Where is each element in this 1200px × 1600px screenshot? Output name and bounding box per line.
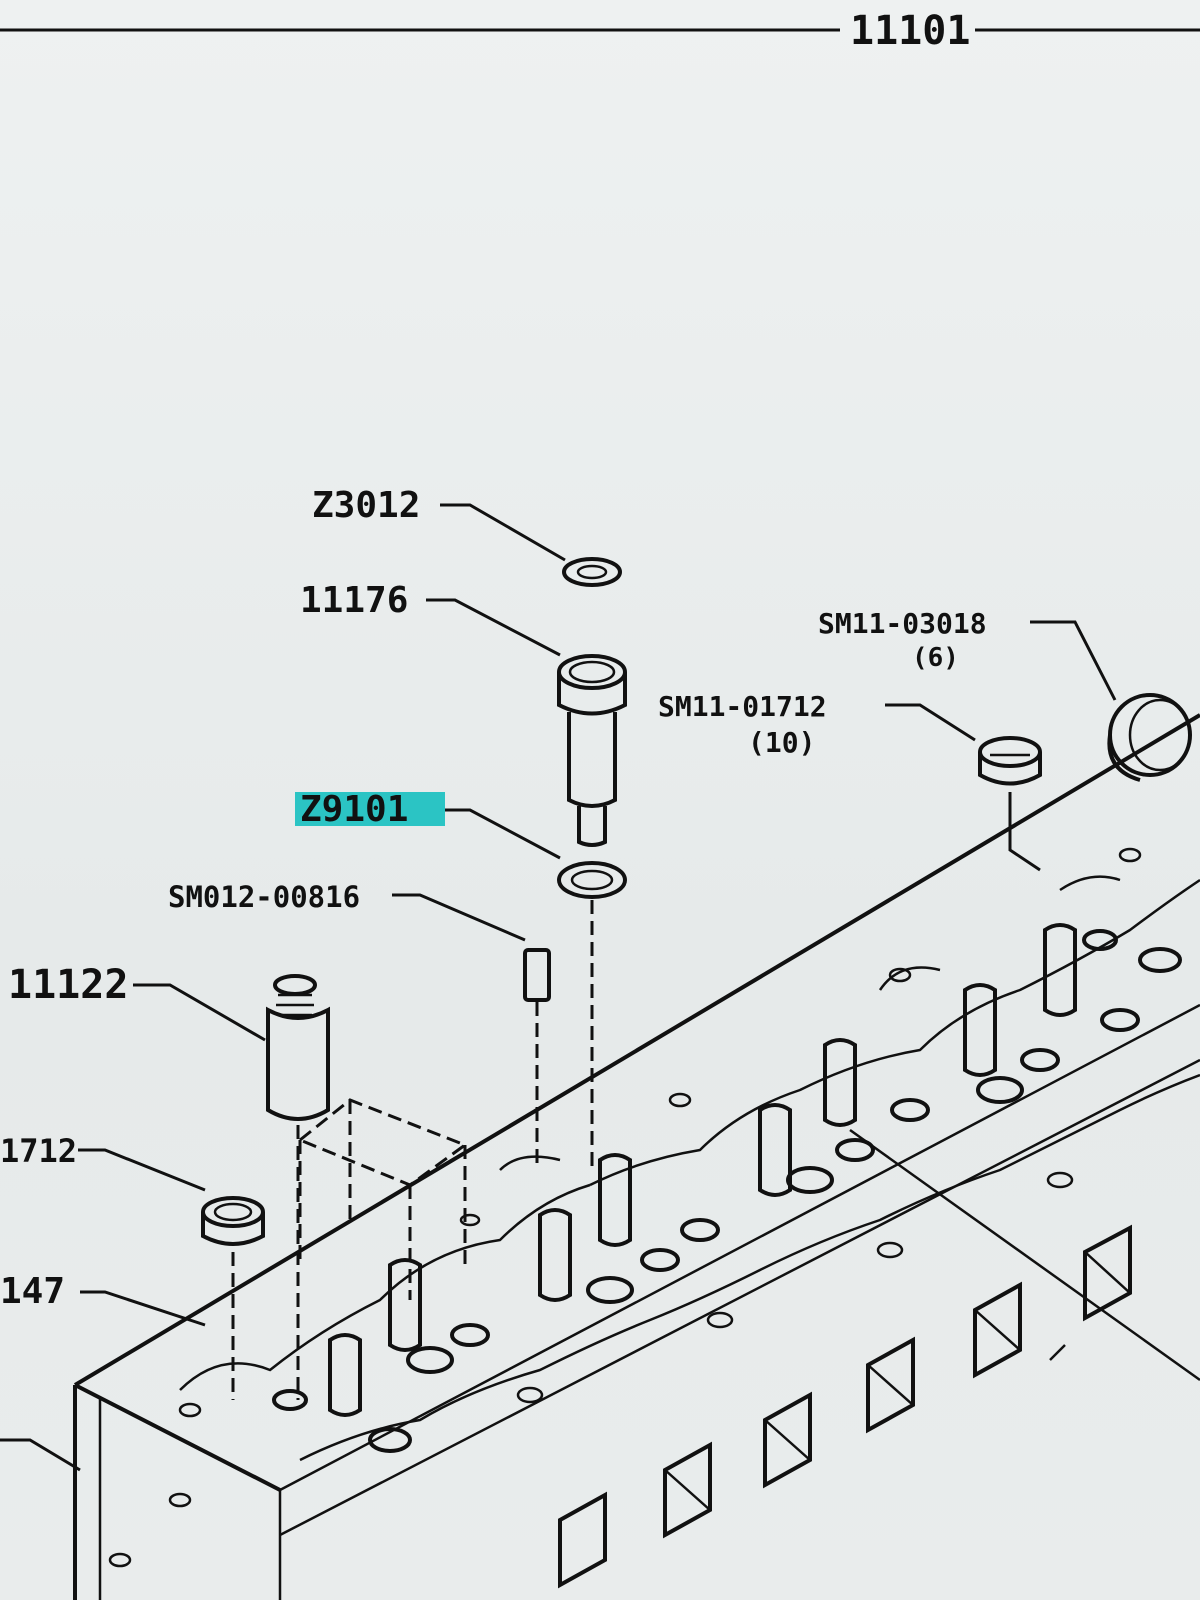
leader-z3012 <box>440 503 566 562</box>
leader-1712 <box>78 1148 206 1192</box>
tick-mark <box>1049 1344 1066 1361</box>
axis-sm11-01712 <box>1008 792 1041 872</box>
gallery-outlines <box>179 875 1200 1462</box>
diag-guide <box>849 1128 1200 1382</box>
leader-edge <box>0 1438 81 1472</box>
bolt-holes <box>108 847 1182 1568</box>
dashed-box-guide <box>297 1098 469 1300</box>
label-sm11-03018-qty: (6) <box>912 643 959 673</box>
leader-sm11-03018 <box>1030 620 1117 701</box>
leader-sm012-00816 <box>392 893 526 942</box>
label-11176[interactable]: 11176 <box>300 580 408 621</box>
highlight-box <box>295 792 445 826</box>
label-sm11-01712-qty: (10) <box>748 726 815 759</box>
cylinder-head <box>73 713 1200 1600</box>
label-z3012[interactable]: Z3012 <box>312 485 420 526</box>
part-z3012-washer[interactable] <box>562 557 622 587</box>
label-147[interactable]: 147 <box>0 1271 65 1312</box>
label-sm012-00816[interactable]: SM012-00816 <box>168 880 360 914</box>
part-11122-injector[interactable] <box>266 974 330 1121</box>
label-z9101-highlighted[interactable]: Z9101 <box>300 789 408 830</box>
leader-147 <box>80 1290 206 1327</box>
leader-11176 <box>426 598 561 657</box>
part-z9101-gasket[interactable] <box>557 861 627 899</box>
part-11176-sleeve[interactable] <box>557 654 627 847</box>
part-1712-cap[interactable] <box>201 1196 265 1246</box>
label-sm11-03018[interactable]: SM11-03018 <box>818 607 987 640</box>
part-sm11-01712-cap[interactable] <box>978 736 1042 786</box>
valve-stems <box>328 923 1077 1417</box>
page-number: 11101 <box>850 8 970 54</box>
part-sm012-00816-pin[interactable] <box>523 948 551 1002</box>
leader-11122 <box>133 983 266 1042</box>
leader-sm11-01712 <box>885 703 976 742</box>
label-1712[interactable]: 1712 <box>0 1132 77 1170</box>
port-row <box>558 1224 1132 1589</box>
label-11122[interactable]: 11122 <box>8 962 128 1008</box>
part-sm11-03018-plug[interactable] <box>1107 693 1192 782</box>
leader-z9101 <box>445 808 561 860</box>
label-sm11-01712[interactable]: SM11-01712 <box>658 690 827 723</box>
